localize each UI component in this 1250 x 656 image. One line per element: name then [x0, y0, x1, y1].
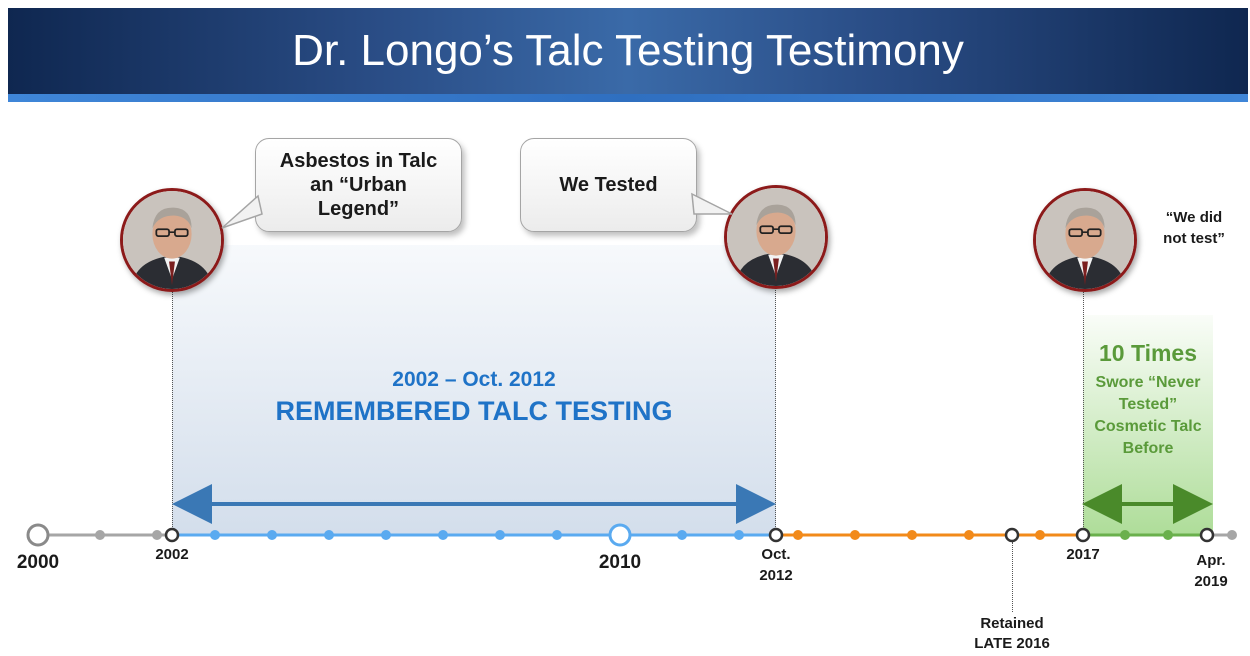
- timeline-dot: [1120, 530, 1130, 540]
- bubble-tail-right: [691, 192, 733, 215]
- timeline-dot: [210, 530, 220, 540]
- timeline-dot: [495, 530, 505, 540]
- marker-apr-2019: [1199, 527, 1215, 543]
- timeline-dot: [964, 530, 974, 540]
- bubble-tail-left: [221, 194, 263, 229]
- speech-bubble-we-tested: We Tested: [520, 138, 697, 232]
- timeline-dot: [267, 530, 277, 540]
- divider-2017: [1083, 290, 1084, 535]
- title-bar: [8, 8, 1248, 94]
- timeline-label-2017: 2017: [1066, 546, 1100, 563]
- marker-2017: [1075, 527, 1091, 543]
- marker-2000: [26, 523, 50, 547]
- timeline-dot: [152, 530, 162, 540]
- person-portrait-icon: [123, 191, 221, 289]
- marker-2010: [608, 523, 632, 547]
- timeline-dot: [793, 530, 803, 540]
- timeline-label-oct-2012: Oct. 2012: [759, 546, 793, 584]
- timeline-dot: [1227, 530, 1237, 540]
- timeline-label-apr-2019: Apr. 2019: [1194, 552, 1228, 590]
- avatar-witness-2002: [120, 188, 224, 292]
- timeline-dot: [324, 530, 334, 540]
- avatar-witness-2017: [1033, 188, 1137, 292]
- speech-bubble-we-tested-text: We Tested: [559, 174, 658, 196]
- timeline-dot: [907, 530, 917, 540]
- timeline-dot: [677, 530, 687, 540]
- remembered-period-range: 2002 – Oct. 2012: [392, 368, 556, 391]
- marker-retained-2016: [1004, 527, 1020, 543]
- remembered-period-label: REMEMBERED TALC TESTING: [275, 396, 673, 426]
- person-portrait-icon: [727, 188, 825, 286]
- timeline-dot: [381, 530, 391, 540]
- timeline-label-2010: 2010: [598, 552, 642, 573]
- divider-2002: [172, 290, 173, 535]
- divider-oct-2012: [775, 290, 776, 535]
- speech-bubble-urban-legend: Asbestos in Talc an “Urban Legend”: [255, 138, 462, 232]
- timeline-label-2002: 2002: [155, 546, 189, 563]
- timeline-label-2000: 2000: [16, 552, 60, 573]
- never-tested-description: Swore “Never Tested” Cosmetic Talc Befor…: [1094, 374, 1202, 457]
- timeline-dot: [95, 530, 105, 540]
- divider-retained-2016: [1012, 542, 1013, 612]
- title-underline-stripe: [8, 94, 1248, 102]
- timeline-dot: [850, 530, 860, 540]
- quote-we-did-not-test: “We did not test”: [1163, 209, 1225, 247]
- marker-oct-2012: [768, 527, 784, 543]
- person-portrait-icon: [1036, 191, 1134, 289]
- timeline-dot: [552, 530, 562, 540]
- timeline-dot: [1163, 530, 1173, 540]
- speech-bubble-urban-legend-text: Asbestos in Talc an “Urban Legend”: [279, 150, 438, 220]
- timeline-label-retained-2016: Retained LATE 2016: [974, 615, 1050, 652]
- timeline-dot: [438, 530, 448, 540]
- timeline-dot: [734, 530, 744, 540]
- avatar-witness-2012: [724, 185, 828, 289]
- never-tested-count: 10 Times: [1098, 340, 1198, 366]
- page-title: Dr. Longo’s Talc Testing Testimony: [292, 26, 964, 75]
- timeline-dot: [1035, 530, 1045, 540]
- marker-2002: [164, 527, 180, 543]
